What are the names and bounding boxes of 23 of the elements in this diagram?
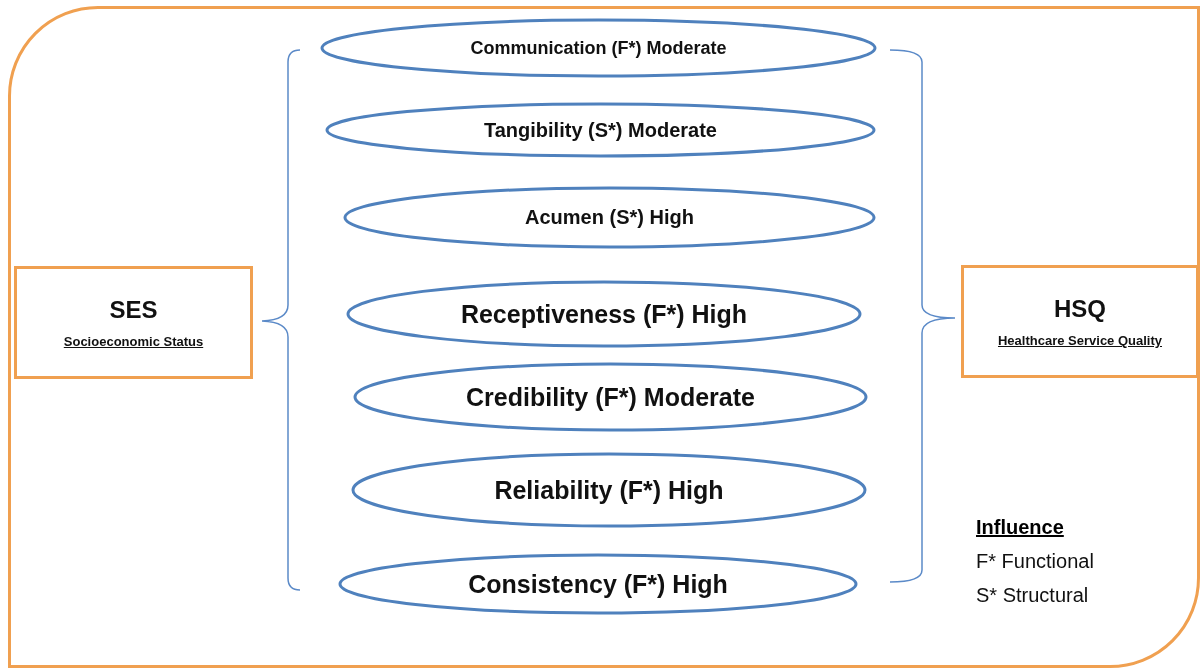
oval <box>343 186 876 249</box>
oval <box>325 102 876 158</box>
node-title: Credibility (F*) Moderate <box>466 382 755 412</box>
oval <box>338 553 858 615</box>
box <box>961 265 1199 378</box>
oval <box>346 280 862 348</box>
node-title: Acumen (S*) High <box>525 206 694 229</box>
node-title: HSQ <box>1054 295 1106 323</box>
node-title: Communication (F*) Moderate <box>470 37 727 59</box>
oval <box>353 362 868 432</box>
node-subtitle: Healthcare Service Quality <box>998 333 1162 348</box>
legend-text: S* Structural <box>976 584 1089 607</box>
node-title: Reliability (F*) High <box>494 475 724 505</box>
box <box>14 266 253 379</box>
oval <box>320 18 877 78</box>
node-title: Consistency (F*) High <box>468 569 728 599</box>
legend-text: F* Functional <box>976 550 1094 573</box>
oval <box>351 452 867 528</box>
node-title: SES <box>109 296 158 324</box>
node-title: Tangibility (S*) Moderate <box>484 118 717 142</box>
node-subtitle: Socioeconomic Status <box>63 334 204 349</box>
legend-heading: Influence <box>976 516 1064 539</box>
node-title: Receptiveness (F*) High <box>460 299 748 329</box>
